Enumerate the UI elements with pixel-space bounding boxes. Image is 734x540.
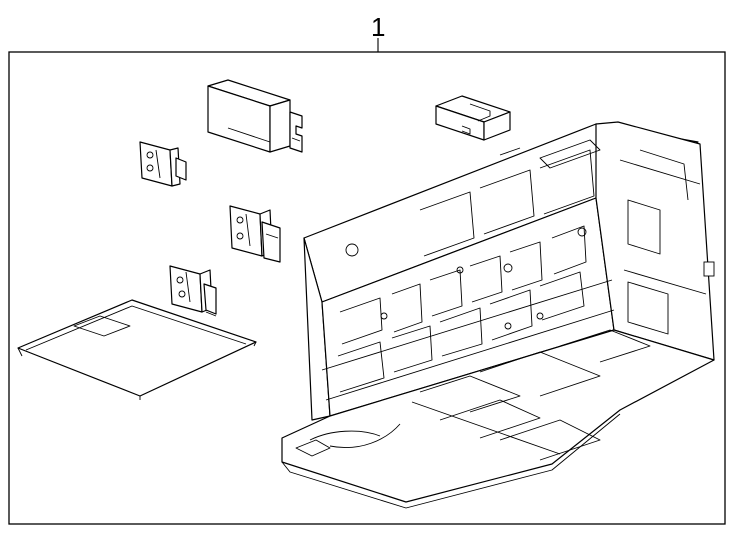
mini-fuse-a <box>139 141 187 187</box>
mini-fuse-b <box>229 205 281 263</box>
connector-cap <box>435 95 511 141</box>
mini-fuse-c <box>169 265 217 317</box>
fuse-block-cover <box>17 299 257 400</box>
fuse-block-assembly <box>281 121 715 509</box>
callout-number: 1 <box>371 12 386 42</box>
relay <box>207 79 303 153</box>
diagram-frame <box>8 51 726 525</box>
